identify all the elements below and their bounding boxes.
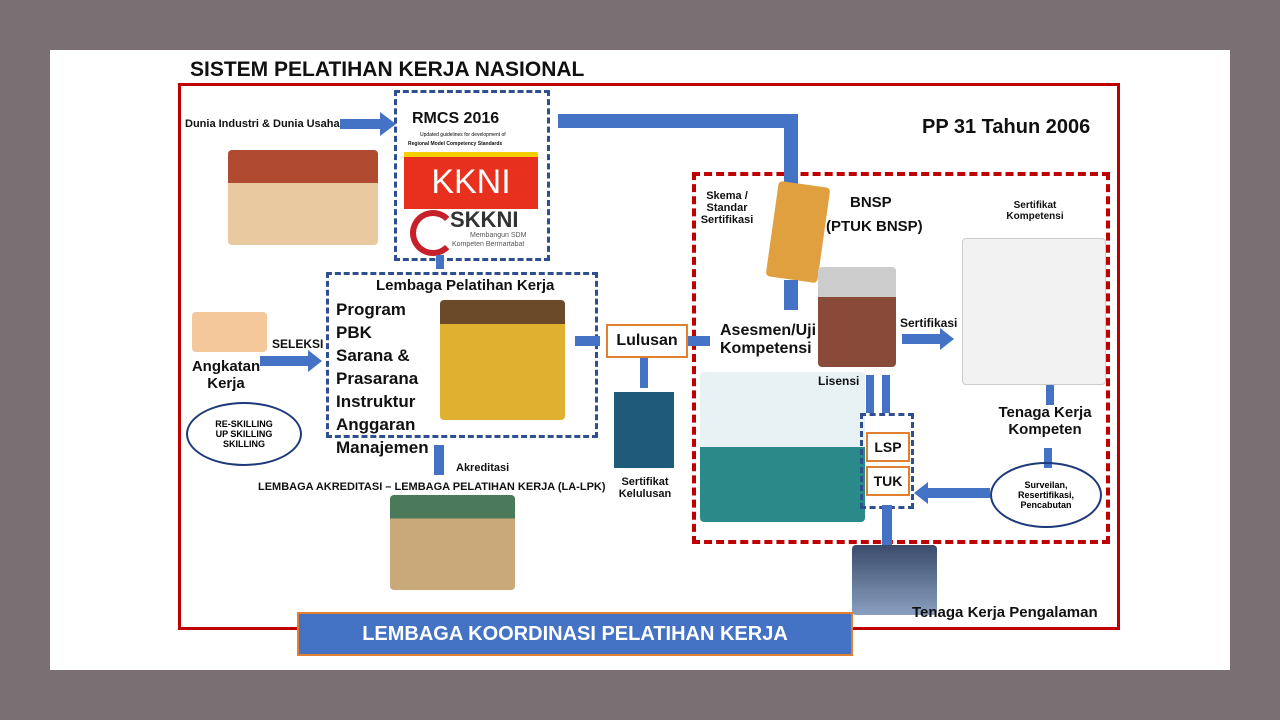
arrow (1046, 385, 1054, 405)
arrow-head (308, 350, 322, 372)
surveilan-item: Surveilan, (1024, 480, 1068, 490)
coordination-banner: LEMBAGA KOORDINASI PELATIHAN KERJA (297, 612, 853, 656)
sertifikat-kompetensi-label: Sertifikat Kompetensi (1006, 200, 1064, 222)
training-building-image (440, 300, 565, 420)
arrow (260, 356, 310, 366)
standards-box (394, 90, 550, 261)
skkni-tagline-2: Kompeten Bermartabat (452, 241, 525, 248)
lsp-box: LSP (866, 432, 910, 462)
accreditation-building-image (390, 495, 515, 590)
arrow (434, 445, 444, 475)
arrow (902, 334, 942, 344)
lpk-item: Prasarana (336, 369, 419, 388)
seleksi-label: SELEKSI (272, 337, 324, 351)
lisensi-label: Lisensi (818, 374, 860, 388)
skilling-item: SKILLING (223, 439, 265, 449)
diagram-title: SISTEM PELATIHAN KERJA NASIONAL (190, 58, 585, 81)
arrow (575, 336, 600, 346)
lpk-item: Anggaran (336, 415, 416, 434)
rmcs-subtitle-2: Regional Model Competency Standards (408, 141, 503, 147)
arrow (340, 119, 380, 129)
skilling-ellipse: RE-SKILLING UP SKILLING SKILLING (186, 402, 302, 466)
arrow (688, 336, 710, 346)
arrow (928, 488, 990, 498)
pengalaman-label: Tenaga Kerja Pengalaman (912, 604, 1098, 621)
arrow (882, 505, 892, 545)
rmcs-title: RMCS 2016 (412, 110, 500, 127)
arrow-head (380, 112, 396, 136)
kkni-logo: KKNI (404, 152, 538, 209)
surveilan-ellipse: Surveilan, Resertifikasi, Pencabutan (990, 462, 1102, 528)
workforce-image (192, 312, 267, 352)
lpk-item: Instruktur (336, 392, 416, 411)
rmcs-subtitle: Updated guidelines for development of (420, 132, 506, 138)
lpk-item: Manajemen (336, 438, 429, 457)
regulation-label: PP 31 Tahun 2006 (922, 116, 1091, 138)
skkni-swoosh-icon (410, 210, 456, 256)
competency-certificate-image (962, 238, 1106, 385)
factory-image (228, 150, 378, 245)
surveilan-item: Pencabutan (1020, 500, 1072, 510)
arrow-head (940, 328, 954, 350)
lpk-item: Program (336, 300, 406, 319)
la-lpk-label: LEMBAGA AKREDITASI – LEMBAGA PELATIHAN K… (258, 481, 606, 493)
arrow (640, 358, 648, 388)
lpk-item: Sarana & (336, 346, 410, 365)
angkatan-label: Angkatan Kerja (191, 358, 261, 392)
experienced-workers-image (852, 545, 937, 615)
sertifikasi-label: Sertifikasi (900, 316, 958, 330)
tuk-box: TUK (866, 466, 910, 496)
arrow (558, 114, 798, 128)
certificate-icon (614, 392, 674, 468)
assessment-room-image (700, 372, 865, 522)
asesmen-label: Asesmen/Uji Kompetensi (720, 322, 817, 357)
arrow (866, 375, 874, 413)
surveilan-item: Resertifikasi, (1017, 490, 1075, 500)
certification-frame (692, 172, 1110, 544)
skkni-logo: SKKNI (450, 207, 519, 232)
arrow (436, 255, 444, 269)
arrow (882, 375, 890, 413)
arrow (784, 114, 798, 184)
lpk-box (326, 272, 598, 438)
arrow (784, 280, 798, 310)
lpk-items: Program PBK Sarana & Prasarana Instruktu… (336, 298, 429, 459)
arrow (1044, 448, 1052, 468)
arrow-head (914, 482, 928, 504)
lpk-title: Lembaga Pelatihan Kerja (376, 277, 555, 294)
lulusan-box: Lulusan (606, 324, 688, 358)
bnsp-building-image (818, 267, 896, 367)
skema-label: Skema / Standar Sertifikasi (700, 190, 754, 226)
skilling-item: UP SKILLING (215, 429, 273, 439)
tenaga-kompeten-label: Tenaga Kerja Kompeten (998, 404, 1092, 438)
skilling-item: RE-SKILLING (215, 419, 273, 429)
bnsp-label: BNSP (850, 194, 892, 211)
lpk-item: PBK (336, 323, 372, 342)
ptuk-label: (PTUK BNSP) (826, 218, 923, 235)
industry-label: Dunia Industri & Dunia Usaha (185, 118, 340, 130)
akreditasi-label: Akreditasi (456, 462, 510, 474)
sertifikat-kelulusan-label: Sertifikat Kelulusan (618, 476, 672, 500)
skkni-tagline: Membangun SDM (470, 232, 527, 239)
